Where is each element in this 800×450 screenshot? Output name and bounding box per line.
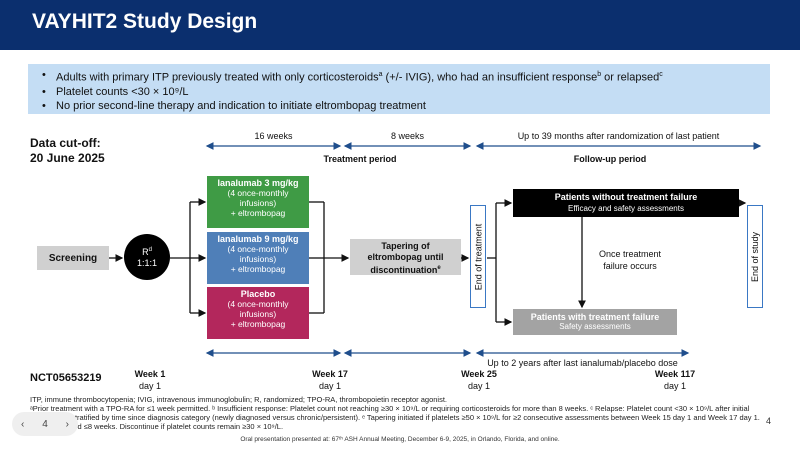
arm-placebo: Placebo (4 once-monthly infusions) + elt…: [207, 287, 309, 339]
criteria-item: No prior second-line therapy and indicat…: [38, 99, 760, 113]
criteria-item: Adults with primary ITP previously treat…: [38, 68, 760, 85]
end-of-treatment-box: End of treatment: [470, 205, 486, 308]
treatment-failure-box: Patients with treatment failure Safety a…: [513, 309, 677, 335]
screening-box: Screening: [37, 246, 109, 270]
inclusion-criteria-box: Adults with primary ITP previously treat…: [28, 64, 770, 114]
prev-slide-icon[interactable]: ‹: [21, 418, 25, 430]
pager-page: 4: [42, 418, 48, 430]
duration-2-years: Up to 2 years after last ianalumab/place…: [487, 358, 678, 368]
tapering-box: Tapering of eltrombopag until discontinu…: [350, 239, 461, 275]
data-cutoff: Data cut-off: 20 June 2025: [30, 136, 105, 165]
no-treatment-failure-box: Patients without treatment failure Effic…: [513, 189, 739, 217]
follow-up-period-label: Follow-up period: [573, 154, 647, 164]
once-failure-label: Once treatment failure occurs: [598, 249, 662, 271]
randomization-circle: Rd 1:1:1: [124, 234, 170, 280]
nct-number: NCT05653219: [30, 372, 102, 384]
duration-follow-up: Up to 39 months after randomization of l…: [517, 131, 720, 141]
slide-title: VAYHIT2 Study Design: [32, 10, 258, 33]
end-of-study-box: End of study: [747, 205, 763, 308]
slide-pager[interactable]: ‹ 4 ›: [12, 412, 78, 436]
arm-ianalumab-9mg: Ianalumab 9 mg/kg (4 once-monthly infusi…: [207, 232, 309, 284]
title-bar: [0, 0, 800, 50]
presentation-note: Oral presentation presented at: 67ᵗʰ ASH…: [240, 436, 560, 443]
arm-ianalumab-3mg: Ianalumab 3 mg/kg (4 once-monthly infusi…: [207, 176, 309, 228]
treatment-period-label: Treatment period: [323, 154, 397, 164]
footnotes: ITP, immune thrombocytopenia; IVIG, intr…: [30, 395, 760, 431]
next-slide-icon[interactable]: ›: [65, 418, 69, 430]
duration-8-weeks: 8 weeks: [390, 131, 425, 141]
page-number: 4: [766, 416, 772, 426]
criteria-item: Platelet counts <30 × 10⁹/L: [38, 85, 760, 99]
duration-16-weeks: 16 weeks: [254, 131, 293, 141]
